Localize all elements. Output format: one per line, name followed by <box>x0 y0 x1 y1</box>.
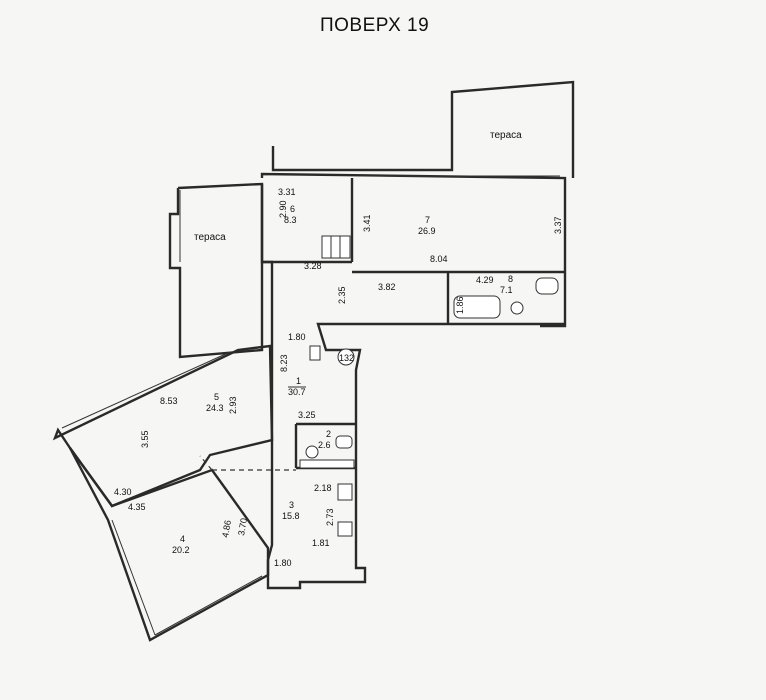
dim-label: 3.31 <box>278 187 296 197</box>
window-bedroom5 <box>61 351 231 429</box>
room-6-area: 8.3 <box>284 215 297 225</box>
window-bedroom4-bottom <box>154 575 263 636</box>
bathtub <box>453 295 501 319</box>
shaft-circle <box>337 348 355 366</box>
room-6-number: 6 <box>290 204 295 214</box>
dim-label: 1.81 <box>312 538 330 548</box>
dim-label: 1.80 <box>288 332 306 342</box>
upper-terrace-wall <box>271 80 575 178</box>
dim-label: 8.23 <box>279 354 289 372</box>
dim-label: 4.86 <box>220 519 233 538</box>
dim-label: 4.29 <box>476 275 494 285</box>
dim-label: 3.37 <box>553 216 563 234</box>
terrace-label-left: тераса <box>194 232 226 243</box>
floor-title: ПОВЕРХ 19 <box>320 15 429 36</box>
terrace-label-upper: тераса <box>490 130 522 141</box>
dim-label: 2.90 <box>278 200 288 218</box>
dim-label: 2.35 <box>337 286 347 304</box>
room-4-area: 20.2 <box>172 545 190 555</box>
main-column-wall <box>260 184 565 590</box>
room-8-area: 7.1 <box>500 285 513 295</box>
room-4-number: 4 <box>180 534 185 544</box>
dim-label: 3.82 <box>378 282 396 292</box>
toilet-8 <box>510 301 524 315</box>
dim-label: 2.18 <box>314 483 332 493</box>
dim-label: 3.70 <box>236 517 249 536</box>
dim-label: 8.53 <box>160 396 178 406</box>
room-2-area: 2.6 <box>318 440 331 450</box>
left-terrace-wall <box>168 182 264 359</box>
dim-label: 2.93 <box>228 396 238 414</box>
dim-label: 2.73 <box>325 508 335 526</box>
kitchen-counter <box>299 459 355 469</box>
room-3-number: 3 <box>289 500 294 510</box>
room-7-area: 26.9 <box>418 226 436 236</box>
room-3-area: 15.8 <box>282 511 300 521</box>
sink-2 <box>335 435 353 449</box>
sink-8 <box>535 277 559 295</box>
room-2-number: 2 <box>326 429 331 439</box>
room-5-number: 5 <box>214 392 219 402</box>
upper-block-wall <box>260 172 567 328</box>
kitchen-stove <box>337 521 353 537</box>
kitchen-sink <box>337 483 353 501</box>
closet-fixture <box>321 235 351 259</box>
dim-label: 1.80 <box>274 558 292 568</box>
room-1-number: 1 <box>296 376 301 386</box>
dim-label: 3.55 <box>140 430 150 448</box>
dim-label: 4.35 <box>128 502 146 512</box>
column-fixture <box>309 345 321 361</box>
room-1-area: 30.7 <box>288 387 306 397</box>
dim-label: 3.28 <box>304 261 322 271</box>
dim-label: 1.86 <box>455 296 465 314</box>
kitchen-dashed-line-2 <box>199 455 213 471</box>
dim-label: 4.30 <box>114 487 132 497</box>
room-5-area: 24.3 <box>206 403 224 413</box>
dim-label: 8.04 <box>430 254 448 264</box>
shaft-label: 132 <box>339 353 354 363</box>
bedroom-4-wall <box>68 447 270 642</box>
window-bedroom4 <box>111 519 156 636</box>
toilet-2 <box>305 445 319 459</box>
dim-label: 3.25 <box>298 410 316 420</box>
dim-label: 3.41 <box>362 214 372 232</box>
room-8-number: 8 <box>508 274 513 284</box>
room-7-number: 7 <box>425 215 430 225</box>
